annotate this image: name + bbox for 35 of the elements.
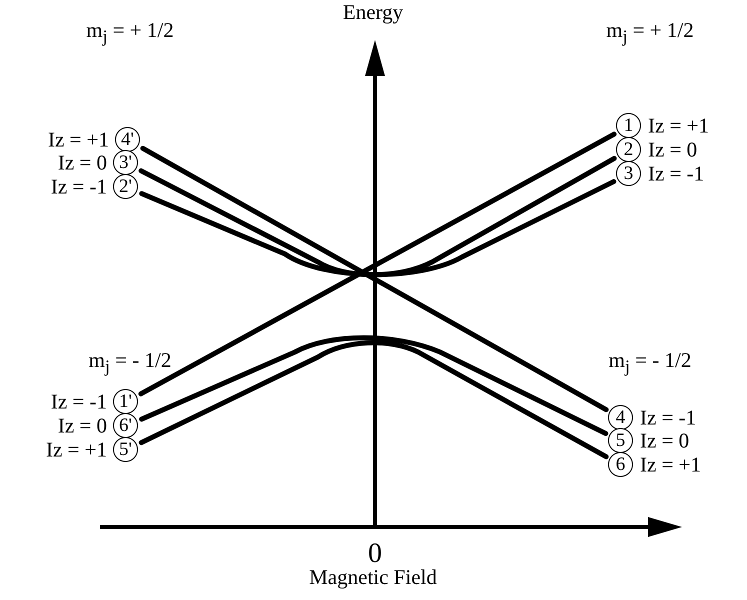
circled-number: 1	[616, 113, 641, 138]
circled-number: 2	[616, 137, 641, 162]
quantum-number-label: Iz = +1	[648, 116, 710, 136]
energy-level-line	[138, 340, 609, 460]
quantum-number-label: Iz = 0	[648, 140, 698, 160]
tick-label: 0	[368, 540, 382, 568]
quantum-number-label: Iz = +1	[46, 440, 107, 460]
quantum-number-label: Iz = 0	[58, 416, 107, 436]
quantum-number-label: Iz = -1	[50, 176, 107, 198]
energy-level-line	[138, 156, 617, 278]
quantum-number-label: Iz = 0	[58, 152, 107, 174]
quantum-number-label: Iz = +1	[640, 454, 702, 476]
energy-level-line	[139, 335, 608, 436]
circled-number: 3'	[113, 150, 138, 175]
circled-number: 4	[608, 405, 633, 430]
circled-number: 6	[608, 452, 633, 477]
circled-number: 3	[616, 161, 641, 186]
quantum-number-label: Iz = 0	[640, 430, 690, 452]
circled-number: 4'	[115, 127, 140, 152]
energy-level-line	[139, 179, 616, 278]
quantum-state-label: m$_{j}$ = + 1/2	[86, 20, 174, 46]
circled-number: 2'	[113, 174, 138, 199]
axis-title: Energy	[342, 2, 404, 23]
quantum-number-label: Iz = -1	[640, 408, 696, 428]
circled-number: 6'	[113, 413, 138, 438]
quantum-number-label: Iz = -1	[648, 164, 704, 184]
circled-number: 1'	[113, 389, 138, 414]
axis-title: Magnetic Field	[309, 567, 437, 588]
quantum-number-label: Iz = -1	[50, 392, 107, 412]
quantum-state-label: m$_{j}$ = - 1/2	[88, 350, 172, 376]
quantum-state-label: m$_{j}$ = + 1/2	[606, 20, 694, 46]
quantum-state-label: m$_{j}$ = - 1/2	[608, 350, 692, 376]
circled-number: 5'	[113, 437, 138, 462]
quantum-number-label: Iz = +1	[48, 130, 109, 150]
circled-number: 5	[608, 428, 633, 453]
